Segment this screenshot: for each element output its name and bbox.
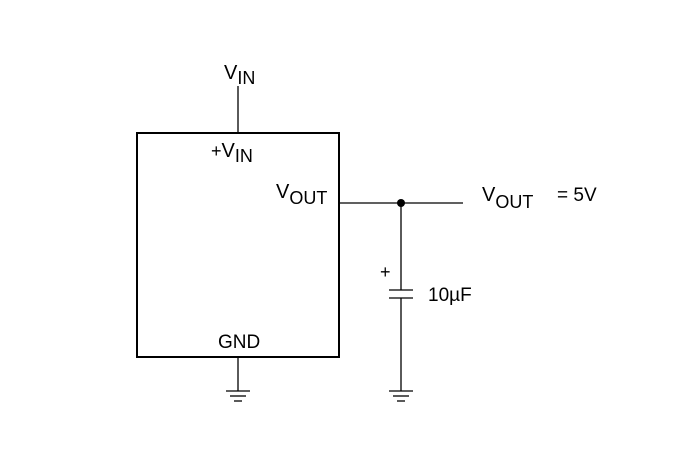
capacitor-ground-symbol-icon — [389, 390, 413, 402]
vin-pin-label-prefix: + — [211, 141, 222, 161]
gnd-pin-label: GND — [218, 332, 260, 353]
vout-output-label-sub: OUT — [495, 192, 533, 212]
capacitor-polarity-label: + — [380, 262, 391, 282]
vin-input-label-main: V — [224, 62, 238, 84]
vin-input-label: VIN — [224, 62, 255, 88]
vout-output-label: VOUT — [482, 184, 533, 212]
regulator-ic-body — [136, 132, 340, 358]
vout-pin-label: VOUT — [276, 181, 327, 208]
vout-output-value: = 5V — [557, 185, 597, 206]
ic-ground-symbol-icon — [226, 390, 250, 402]
vout-output-label-main: V — [482, 184, 496, 206]
vin-pin-label-sub: IN — [235, 146, 253, 166]
vout-pin-label-sub: OUT — [289, 188, 327, 208]
vin-pin-label-main: V — [222, 140, 236, 162]
vout-pin-label-main: V — [276, 181, 290, 203]
vin-input-label-sub: IN — [237, 68, 255, 88]
capacitor-value-label: 10µF — [428, 285, 472, 306]
vin-pin-label: +VIN — [211, 140, 253, 166]
capacitor-symbol-icon — [389, 289, 413, 299]
